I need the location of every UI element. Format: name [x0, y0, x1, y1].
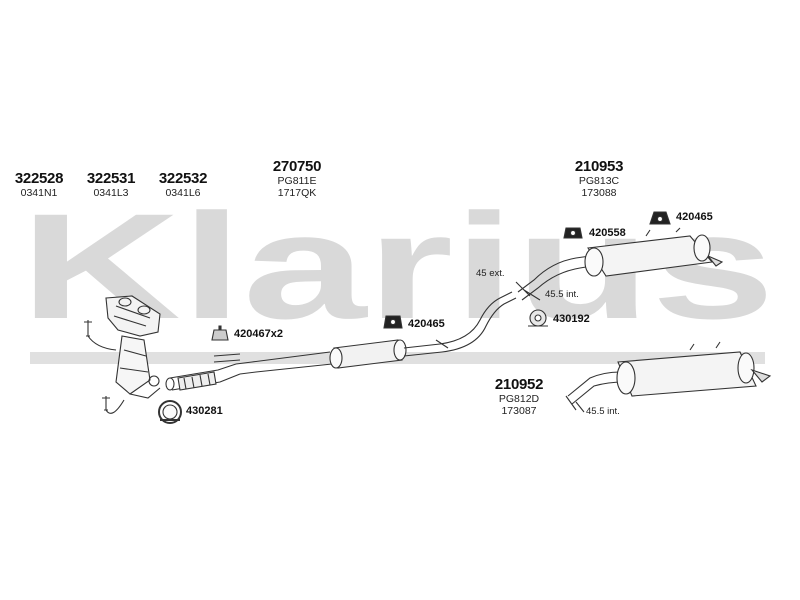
rear-silencer-icon — [517, 227, 724, 301]
part-number: 210953 — [574, 158, 624, 175]
label-group-rear2: 210952 PG812D 173087 — [484, 376, 554, 417]
component-430192: 430192 — [553, 313, 590, 325]
dimension-ext: 45 ext. — [476, 268, 505, 279]
component-430281: 430281 — [186, 405, 223, 417]
part-number: 322531 — [86, 170, 136, 187]
hanger-420467-icon — [211, 325, 229, 341]
hanger-430192-icon — [528, 309, 548, 327]
component-420558: 420558 — [589, 227, 626, 239]
part-number: 270750 — [272, 158, 322, 175]
dimension-marks — [515, 281, 585, 413]
component-420467x2: 420467x2 — [234, 328, 283, 340]
component-420465-mid: 420465 — [408, 318, 445, 330]
clamp-430281-icon — [158, 400, 182, 424]
part-ref: 0341L6 — [165, 187, 201, 199]
part-code: PG812D — [498, 393, 540, 405]
catalytic-converter-icon — [105, 295, 161, 399]
label-group-cat3: 322532 0341L6 — [150, 170, 216, 199]
dimension-int-b: 45.5 int. — [586, 406, 620, 417]
part-ref: 173087 — [501, 405, 537, 417]
label-group-cat1: 322528 0341N1 — [6, 170, 72, 199]
label-group-mid: 270750 PG811E 1717QK — [262, 158, 332, 199]
hanger-420465b-icon — [383, 315, 403, 329]
lambda-sensor-icon — [84, 320, 125, 414]
part-ref: 0341L3 — [93, 187, 129, 199]
label-group-rear1: 210953 PG813C 173088 — [564, 158, 634, 199]
component-420465-top: 420465 — [676, 211, 713, 223]
centre-silencer-icon — [329, 291, 517, 369]
part-code: PG813C — [578, 175, 620, 187]
part-code: PG811E — [277, 175, 317, 187]
rear-silencer-alt-icon — [567, 341, 772, 405]
label-group-cat2: 322531 0341L3 — [78, 170, 144, 199]
part-number: 210952 — [494, 376, 544, 393]
part-ref: 0341N1 — [20, 187, 58, 199]
hanger-420465-icon — [649, 211, 671, 225]
dimension-int-a: 45.5 int. — [545, 289, 579, 300]
hanger-420558-icon — [563, 227, 583, 239]
part-number: 322528 — [14, 170, 64, 187]
part-number: 322532 — [158, 170, 208, 187]
part-ref: 1717QK — [277, 187, 317, 199]
part-ref: 173088 — [581, 187, 617, 199]
front-pipe-icon — [165, 351, 333, 391]
